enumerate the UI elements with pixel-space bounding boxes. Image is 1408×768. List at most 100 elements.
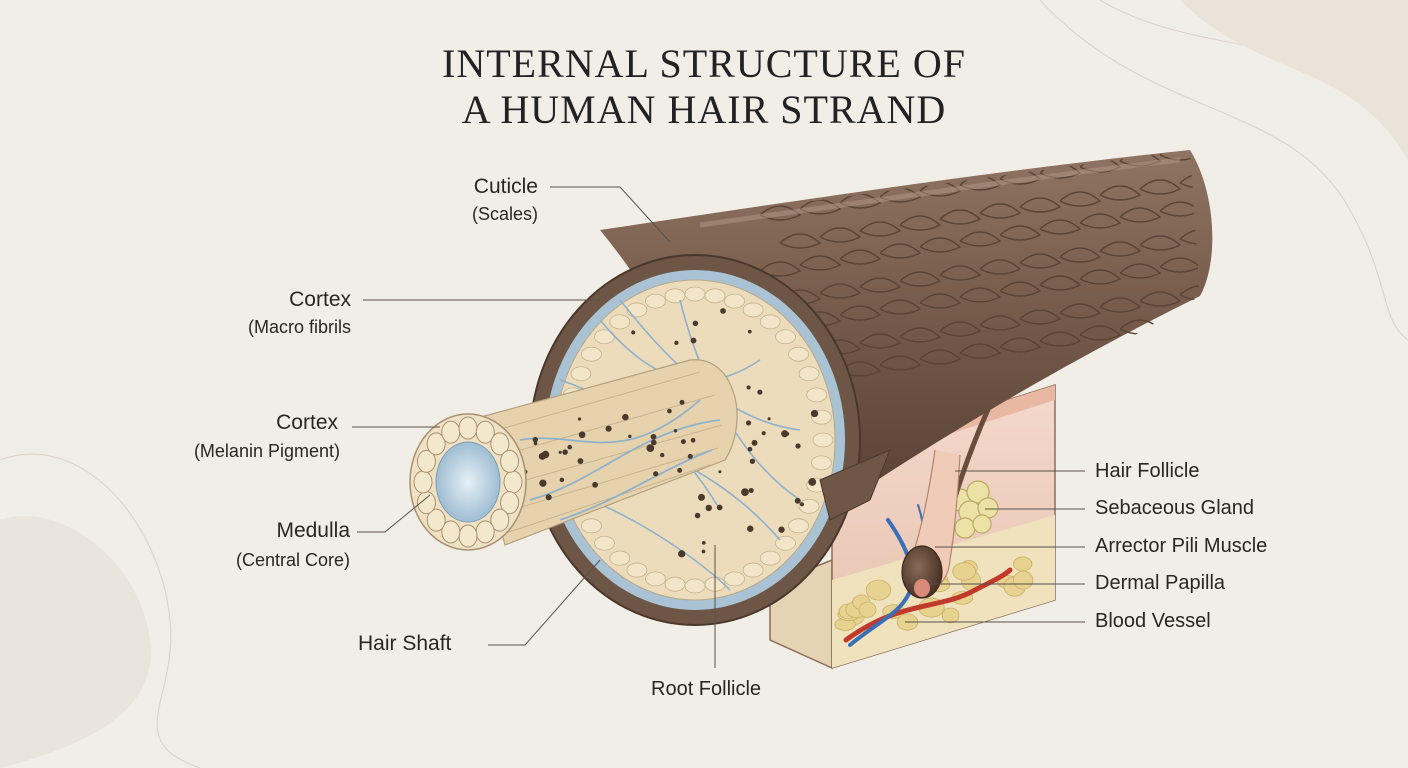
cortex-cell	[742, 302, 764, 318]
cortex-cell	[788, 518, 809, 534]
cuticle-scale	[1220, 168, 1260, 182]
label-cuticle-sub: (Scales)	[471, 204, 538, 224]
melanin-granule	[692, 320, 699, 327]
melanin-granule	[761, 431, 766, 436]
cuticle-scale	[1079, 269, 1122, 285]
dermal-papilla	[914, 579, 930, 597]
cortex-cell	[806, 387, 828, 403]
melanin-granule	[674, 340, 679, 345]
label-dermal-papilla: Dermal Papilla	[1095, 572, 1226, 594]
fat-cell	[1012, 570, 1034, 590]
medulla-cell	[490, 432, 510, 456]
title-line-1: INTERNAL STRUCTURE OF	[442, 41, 966, 86]
melanin-granule	[745, 420, 752, 426]
cortex-cell	[664, 576, 686, 592]
cuticle-scale	[899, 215, 942, 231]
melanin-granule	[653, 471, 659, 477]
cuticle-scale	[1019, 197, 1062, 213]
cuticle-scale	[879, 355, 922, 371]
melanin-granule	[650, 433, 657, 440]
cortex-cell	[798, 366, 820, 382]
cuticle-scale	[1119, 207, 1162, 223]
label-medulla: Medulla	[276, 519, 350, 542]
cuticle-scale	[1099, 297, 1142, 313]
medulla-core	[435, 441, 501, 523]
cortex-cell	[775, 535, 796, 551]
cuticle-scale	[1099, 185, 1142, 201]
background-blob-right	[1180, 0, 1408, 160]
cuticle-scale	[859, 221, 902, 237]
leader-lines	[352, 186, 1085, 668]
cuticle-scale	[1179, 285, 1200, 301]
cuticle-scale	[939, 265, 982, 281]
cuticle-scale	[999, 225, 1042, 241]
label-cuticle: Cuticle	[473, 175, 538, 198]
cortex-cell	[742, 562, 764, 578]
label-sebaceous-gland: Sebaceous Gland	[1095, 497, 1255, 519]
medulla-cell	[475, 420, 495, 444]
medulla-cell	[413, 470, 433, 494]
melanin-granule	[680, 439, 686, 445]
melanin-granule	[701, 540, 706, 545]
melanin-granule	[558, 450, 562, 454]
cuticle-scale	[1099, 241, 1142, 257]
melanin-granule	[667, 408, 672, 414]
cuticle-scale	[939, 209, 982, 225]
melanin-granule	[767, 417, 771, 421]
melanin-granule	[577, 458, 584, 465]
cortex-cell	[594, 329, 615, 345]
hair-bulb	[901, 545, 943, 599]
medulla-cell	[426, 508, 446, 532]
melanin-granule	[539, 479, 547, 487]
melanin-granule	[799, 502, 805, 507]
cuticle-scale	[1059, 303, 1102, 319]
cortex-cell	[759, 550, 781, 566]
cuticle-scale	[919, 293, 962, 309]
cuticle-scale	[979, 203, 1022, 219]
melanin-granule	[646, 444, 655, 453]
melanin-granule	[810, 409, 819, 418]
cortex-cell	[724, 293, 745, 309]
cuticle-scale	[859, 277, 902, 293]
melanin-granule	[650, 439, 657, 446]
cuticle-scale	[1039, 219, 1082, 235]
melanin-granule	[746, 525, 754, 532]
cuticle-scale	[979, 315, 1022, 331]
cortex-cell	[812, 432, 834, 448]
label-hair-follicle: Hair Follicle	[1095, 460, 1200, 482]
cuticle-scale	[779, 233, 822, 249]
medulla-cell	[490, 508, 510, 532]
cortex-cell	[704, 288, 726, 304]
melanin-granule	[757, 389, 763, 395]
cuticle-scale	[1199, 307, 1200, 323]
fat-cell	[1013, 556, 1033, 572]
fat-cell	[865, 579, 892, 601]
cuticle-scale	[1179, 173, 1200, 189]
medulla-cell	[416, 449, 436, 473]
background-blob-left	[0, 516, 151, 768]
melanin-granule	[533, 441, 538, 446]
cuticle-scale	[959, 343, 1002, 359]
melanin-granule	[694, 512, 701, 519]
melanin-granule	[716, 504, 723, 511]
melanin-granule	[545, 494, 552, 501]
label-arrector-pili-muscle: Arrector Pili Muscle	[1095, 535, 1268, 557]
melanin-granule	[795, 443, 801, 449]
medulla-cells	[413, 416, 523, 548]
cuticle-scale	[859, 333, 902, 349]
melanin-granule	[567, 444, 573, 450]
melanin-granule	[660, 452, 665, 458]
cuticle-scale	[899, 271, 942, 287]
cuticle-scale	[839, 361, 882, 377]
label-root-follicle: Root Follicle	[651, 678, 762, 700]
label-cortex-melanin: Cortex	[276, 411, 338, 434]
cuticle-scale	[1039, 275, 1082, 291]
cuticle-scale	[879, 299, 922, 315]
melanin-granule	[532, 436, 539, 443]
title-line-2: A HUMAN HAIR STRAND	[461, 87, 947, 132]
cortex-cell	[645, 293, 666, 309]
cortex-cell	[645, 571, 666, 587]
cortex-cell	[609, 550, 631, 566]
cortex-cell	[581, 346, 602, 362]
cuticle-scale	[1079, 213, 1122, 229]
